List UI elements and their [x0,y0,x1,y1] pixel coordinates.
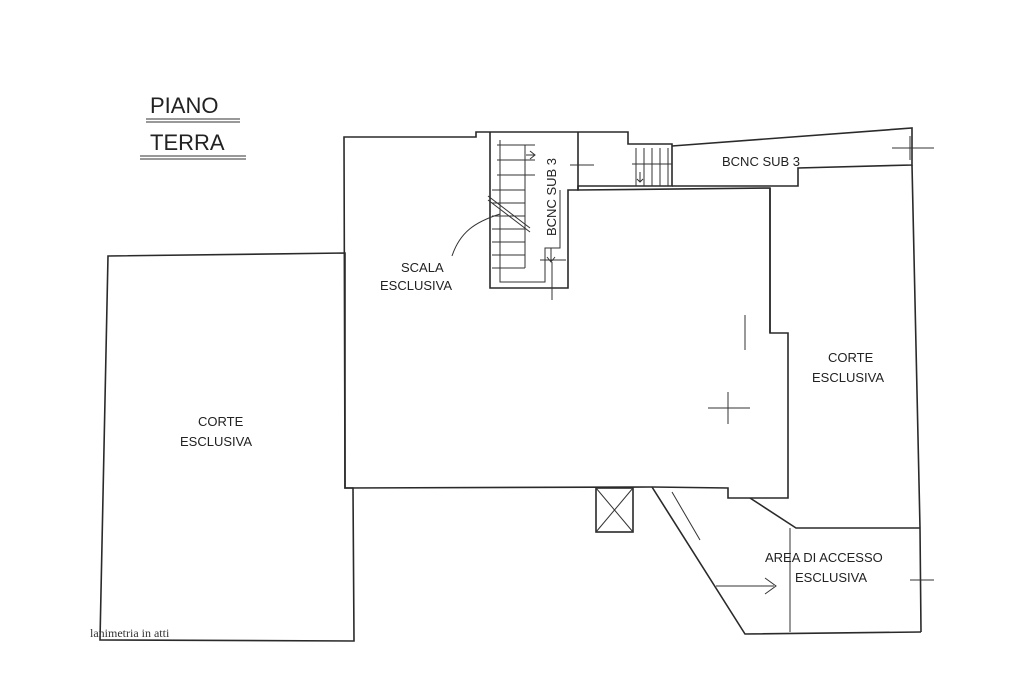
label-corte-right-2: ESCLUSIVA [812,370,884,385]
access-area-outline [651,486,922,635]
title-line-1: PIANO [150,93,218,118]
stair-cut-line-2 [487,199,531,233]
stair-cut-line [487,195,531,229]
access-area-top [749,497,920,529]
access-arrow [716,577,777,595]
shaft-cross-2 [595,487,634,533]
label-area-2: ESCLUSIVA [795,570,867,585]
corridor-arrow [636,172,644,183]
bcnc-corridor-outline [671,127,913,187]
label-bcnc-vertical: BCNC SUB 3 [544,158,559,236]
label-corte-left-1: CORTE [198,414,244,429]
title-line-2: TERRA [150,130,225,155]
label-bcnc-horizontal: BCNC SUB 3 [722,154,800,169]
shaft-box [595,487,634,533]
scala-leader-line [451,213,501,257]
label-scala-1: SCALA [401,260,444,275]
label-scala-2: ESCLUSIVA [380,278,452,293]
label-corte-left-2: ESCLUSIVA [180,434,252,449]
label-corte-right-1: CORTE [828,350,874,365]
main-building-outline [343,131,789,499]
ramp-line [671,491,701,541]
stair-inner-wall [499,140,561,283]
label-area-1: AREA DI ACCESSO [765,550,883,565]
stair-core-outline [489,132,579,289]
stair-arrow-top [526,150,536,160]
footer-note: lanimetria in atti [90,626,170,640]
